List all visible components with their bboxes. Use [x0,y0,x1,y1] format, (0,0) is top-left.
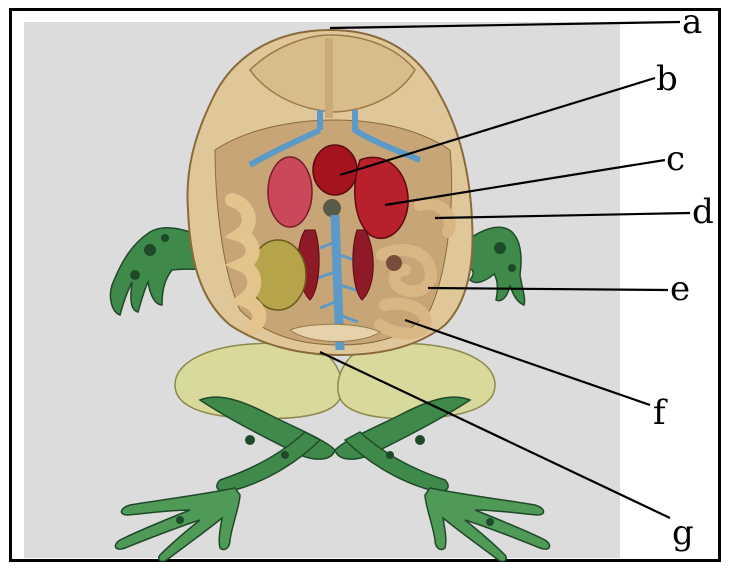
label-a: a [682,5,702,39]
heart [313,145,357,195]
label-d: d [692,195,714,229]
label-e: e [670,272,690,306]
label-g: g [672,516,694,550]
label-c: c [666,142,685,176]
label-f: f [653,396,666,430]
label-b: b [656,62,678,96]
lung-left [268,157,312,227]
